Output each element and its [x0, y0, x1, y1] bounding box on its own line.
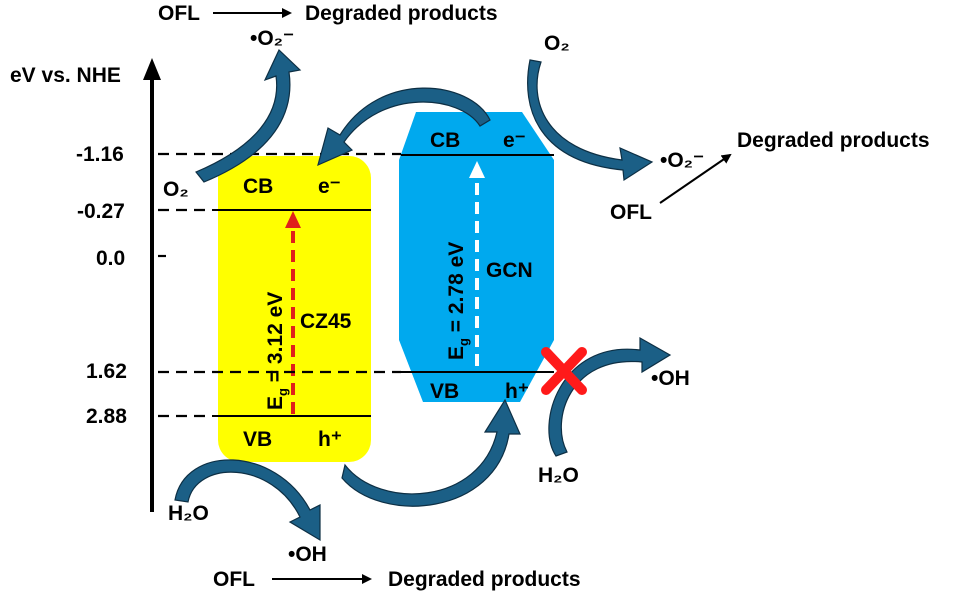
top-radical-label: •O₂⁻	[250, 27, 294, 50]
cz45-vb-label: VB	[243, 428, 272, 451]
potential-guides	[158, 152, 401, 418]
gcn-name: GCN	[486, 259, 533, 282]
right-reaction: •O₂⁻ OFL Degraded products	[610, 129, 930, 224]
cz45-hole: h⁺	[318, 428, 342, 451]
bottom-h2o-label: H₂O	[168, 502, 209, 525]
potential-label: -0.27	[77, 200, 125, 223]
top-ofl-label: OFL	[158, 2, 200, 25]
curved-arrow-h2o-oxidation-right	[548, 336, 672, 457]
cz45-name: CZ45	[300, 310, 352, 333]
curved-arrow-o2-reduction-right	[527, 59, 654, 182]
right-products-label: Degraded products	[737, 129, 930, 152]
cz45-electron: e⁻	[318, 175, 341, 198]
gcn-excitation-arrowhead	[469, 161, 485, 178]
gcn-cb-label: CB	[430, 129, 460, 152]
potential-labels: -1.16 -0.27 0.0 1.62 2.88	[76, 143, 127, 428]
potential-label: 2.88	[86, 405, 127, 428]
top-reaction: OFL Degraded products •O₂⁻	[158, 2, 498, 50]
bottom-oh-label: •OH	[288, 543, 327, 566]
blocked-pathway-cross-icon	[541, 347, 587, 395]
potential-label: 1.62	[86, 360, 127, 383]
bottom-ofl-label: OFL	[213, 568, 255, 591]
gcn-hole: h⁺	[505, 380, 529, 403]
left-o2-label: O₂	[163, 178, 189, 201]
gcn-electron: e⁻	[503, 129, 526, 152]
curved-arrow-h2o-oxidation-left	[174, 459, 321, 542]
cz45-excitation-arrowhead	[285, 211, 301, 228]
gcn-h2o-label: H₂O	[538, 464, 579, 487]
right-o2-label: O₂	[544, 32, 570, 55]
bottom-products-label: Degraded products	[388, 568, 581, 591]
energy-axis: eV vs. NHE	[10, 58, 161, 512]
transfer-arrows	[174, 48, 672, 542]
axis-label: eV vs. NHE	[10, 64, 121, 87]
top-products-label: Degraded products	[305, 2, 498, 25]
gcn-oh-label: •OH	[651, 367, 690, 390]
curved-arrow-gcn-to-cz45	[317, 87, 491, 167]
right-radical-label: •O₂⁻	[660, 149, 704, 172]
cz45-cb-label: CB	[243, 175, 273, 198]
curved-arrow-cz45-to-gcn	[341, 398, 521, 507]
gcn-bandgap-label: Eg = 2.78 eV	[445, 242, 471, 360]
gcn-vb-label: VB	[430, 380, 459, 403]
gcn-block	[399, 112, 554, 402]
potential-label: -1.16	[76, 143, 124, 166]
cz45-bandgap-label: Eg = 3.12 eV	[264, 292, 290, 410]
gcn-semiconductor: CB e⁻ VB h⁺ GCN Eg = 2.78 eV	[399, 112, 554, 403]
bottom-reaction: OFL Degraded products	[213, 568, 581, 591]
cz45-semiconductor: CB e⁻ VB h⁺ CZ45 Eg = 3.12 eV	[212, 156, 371, 462]
potential-label: 0.0	[96, 247, 125, 270]
curved-arrow-o2-reduction-left	[195, 48, 302, 183]
right-ofl-label: OFL	[610, 201, 652, 224]
